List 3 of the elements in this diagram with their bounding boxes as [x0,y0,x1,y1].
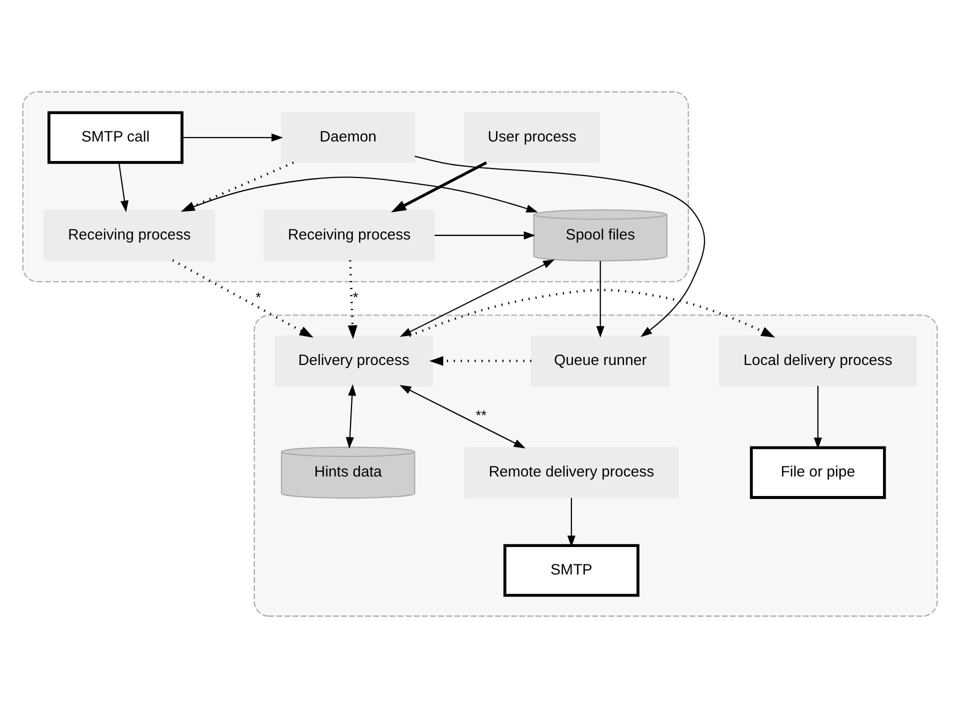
edge-label: * [255,288,261,305]
edge-label: * [352,288,358,305]
edge-label: ** [475,406,486,423]
